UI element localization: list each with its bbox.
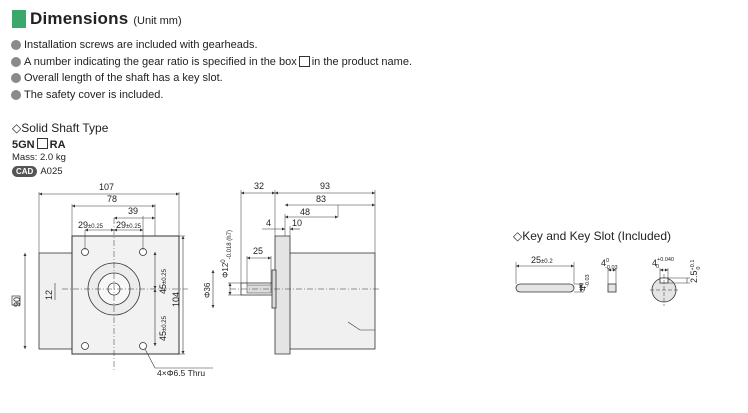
- dim-label: 32: [254, 181, 264, 191]
- dim-label: 25: [253, 246, 263, 256]
- key-cross-section: [608, 284, 616, 292]
- dim-label: Φ36: [203, 282, 212, 298]
- dim-label: 39: [128, 206, 138, 216]
- mount-hole: [140, 343, 147, 350]
- dim-label: 104: [171, 292, 181, 307]
- dim-label: 29±0.25: [116, 220, 142, 230]
- dim-label: 78: [107, 194, 117, 204]
- dim-label: 10: [292, 218, 302, 228]
- front-view: [25, 192, 213, 372]
- dim-label: 25±0.2: [531, 255, 553, 265]
- dim-label: 107: [99, 182, 114, 192]
- holes-label: 4×Φ6.5 Thru: [157, 368, 205, 378]
- dim-label: 83: [316, 194, 326, 204]
- motor-body-side: [285, 253, 375, 349]
- dim-label: 40-0.03: [601, 258, 618, 271]
- dim-label: 12: [44, 290, 54, 300]
- flange-side: [275, 236, 290, 354]
- key-shape: [516, 284, 574, 292]
- dim-label: 93: [320, 181, 330, 191]
- motor-body: [39, 253, 75, 349]
- dim-label: 29±0.25: [78, 220, 104, 230]
- dim-label: 90: [12, 297, 22, 307]
- side-view: [213, 190, 380, 354]
- dim-label: Φ120-0.018 (h7): [221, 230, 233, 278]
- key-drawing: [516, 262, 690, 306]
- dim-label: 4+0.0400: [652, 257, 674, 270]
- dim-label: 40-0.03: [578, 274, 591, 291]
- dim-label: 48: [300, 207, 310, 217]
- dim-label: 4: [266, 218, 271, 228]
- mount-hole: [82, 343, 89, 350]
- dim-label: 2.5+0.10: [689, 260, 702, 283]
